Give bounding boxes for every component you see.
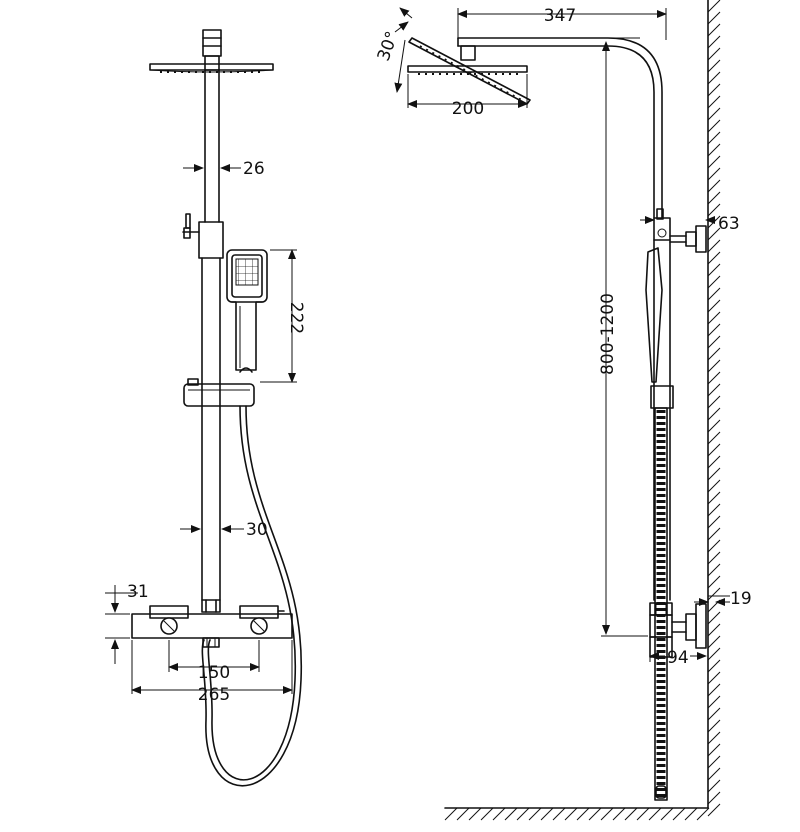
front-view: 26 222 30 31 150 265 bbox=[105, 29, 306, 787]
dim-arm-length-label: 347 bbox=[544, 6, 576, 26]
front-shower-head bbox=[149, 29, 274, 73]
dim-pipe-upper-label: 26 bbox=[243, 159, 265, 179]
side-shower-head bbox=[407, 37, 531, 105]
dim-head-width-label: 200 bbox=[452, 99, 484, 119]
side-dimensions bbox=[394, 7, 730, 662]
dim-mixer-height-label: 31 bbox=[127, 582, 149, 602]
side-wall bbox=[707, 0, 721, 817]
dim-height-range-label: 800-1200 bbox=[598, 293, 618, 375]
dim-pipe-lower-label: 30 bbox=[246, 520, 268, 540]
dim-mixer-depth-label: 94 bbox=[667, 648, 689, 668]
front-handshower-holder bbox=[183, 378, 255, 407]
dim-inlet-spacing-label: 150 bbox=[198, 663, 230, 683]
side-floor bbox=[444, 807, 710, 821]
dim-tilt-angle-label: 30° bbox=[374, 29, 403, 64]
front-riser-pipe bbox=[182, 69, 224, 613]
dim-handshower-label: 222 bbox=[286, 302, 306, 334]
side-view: 347 30° 200 63 800-1200 19 94 bbox=[374, 0, 752, 821]
dim-wall-bracket-label: 63 bbox=[718, 214, 740, 234]
side-hand-shower bbox=[645, 247, 674, 409]
front-mixer bbox=[131, 605, 293, 648]
front-hose bbox=[201, 405, 303, 787]
dim-wall-gap-label: 19 bbox=[730, 589, 752, 609]
side-shower-arm bbox=[457, 37, 663, 219]
side-hose bbox=[654, 407, 668, 801]
side-slider bbox=[653, 208, 707, 253]
dim-mixer-width-label: 265 bbox=[198, 685, 230, 705]
front-dimensions bbox=[105, 164, 297, 694]
front-hand-shower bbox=[226, 249, 268, 373]
